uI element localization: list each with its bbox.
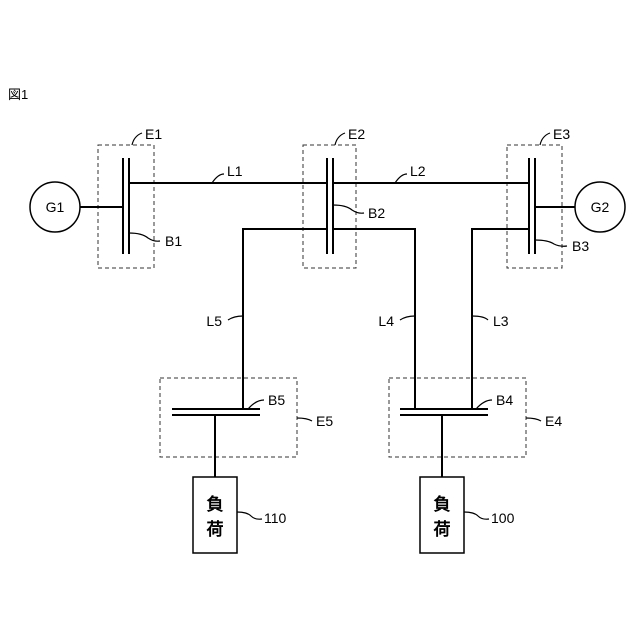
bus-b2 [327, 158, 333, 254]
bus-label-b3: B3 [572, 238, 589, 254]
load-text-100-char2: 荷 [434, 519, 451, 540]
bus-leader-b2 [333, 205, 364, 213]
area-label-e1: E1 [145, 126, 162, 142]
bus-label-b1: B1 [165, 233, 182, 249]
area-leader-e1 [132, 133, 142, 145]
bus-label-b5: B5 [268, 392, 285, 408]
area-leader-e2 [335, 133, 345, 145]
line-leader-l4 [400, 316, 415, 320]
bus-leader-b5 [248, 400, 264, 409]
line-label-l3: L3 [493, 313, 509, 329]
area-label-e5: E5 [316, 413, 333, 429]
line-label-l1: L1 [227, 163, 243, 179]
load-leader-100 [464, 512, 489, 519]
generator-label-g1: G1 [46, 199, 65, 215]
generator-label-g2: G2 [591, 199, 610, 215]
load-text-100-char1: 負 [434, 495, 451, 515]
line-label-l2: L2 [410, 163, 426, 179]
bus-b3 [529, 158, 535, 254]
area-leader-e4 [526, 418, 541, 421]
area-label-e3: E3 [553, 126, 570, 142]
bus-leader-b1 [129, 233, 160, 241]
line-l5 [243, 229, 327, 409]
area-label-e4: E4 [545, 413, 562, 429]
bus-label-b4: B4 [496, 392, 513, 408]
load-box-100 [420, 477, 464, 553]
load-text-110-char2: 荷 [207, 519, 224, 540]
bus-label-b2: B2 [368, 205, 385, 221]
area-leader-e5 [297, 418, 312, 421]
line-leader-l1 [212, 174, 224, 183]
area-leader-e3 [540, 133, 550, 145]
load-leader-110 [237, 512, 262, 519]
line-leader-l5 [228, 316, 243, 320]
line-leader-l2 [395, 174, 407, 183]
line-leader-l3 [472, 316, 488, 320]
figure-title: 図1 [8, 87, 28, 102]
bus-b1 [123, 158, 129, 254]
area-label-e2: E2 [348, 126, 365, 142]
bus-b5 [172, 409, 260, 415]
load-ref-100: 100 [491, 510, 515, 526]
load-ref-110: 110 [264, 510, 287, 526]
area-box-e2 [303, 145, 356, 268]
area-box-e5 [160, 378, 297, 457]
load-box-110 [193, 477, 237, 553]
line-label-l4: L4 [378, 313, 394, 329]
area-box-e4 [389, 378, 526, 457]
bus-leader-b4 [476, 400, 492, 409]
line-label-l5: L5 [206, 313, 222, 329]
load-text-110-char1: 負 [207, 495, 224, 515]
bus-b4 [400, 409, 488, 415]
